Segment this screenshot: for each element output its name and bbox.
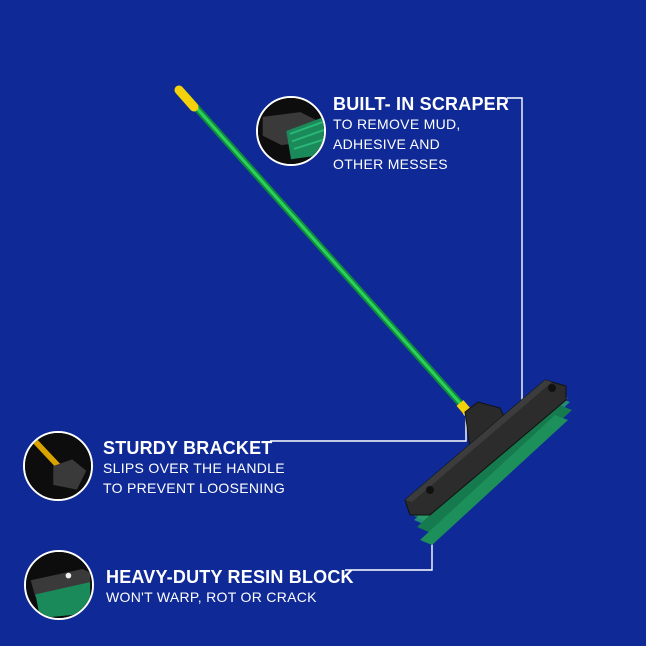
callout-scraper-body: TO REMOVE MUD, ADHESIVE AND OTHER MESSES <box>333 114 509 174</box>
callout-scraper-line: TO REMOVE MUD, <box>333 116 461 132</box>
callout-bracket-line: SLIPS OVER THE HANDLE <box>103 460 285 476</box>
callout-block-title: HEAVY-DUTY RESIN BLOCK <box>106 567 354 587</box>
callout-scraper: BUILT- IN SCRAPER TO REMOVE MUD, ADHESIV… <box>333 94 509 174</box>
bracket-closeup-thumbnail <box>23 431 93 501</box>
callout-block-body: WON'T WARP, ROT OR CRACK <box>106 587 354 607</box>
handle-tip-cap <box>174 85 199 112</box>
callout-bracket-line: TO PREVENT LOOSENING <box>103 480 286 496</box>
callout-bracket: STURDY BRACKET SLIPS OVER THE HANDLE TO … <box>103 438 285 498</box>
callout-bracket-body: SLIPS OVER THE HANDLE TO PREVENT LOOSENI… <box>103 458 285 498</box>
callout-block-line: WON'T WARP, ROT OR CRACK <box>106 589 317 605</box>
broom-head <box>404 379 572 545</box>
callout-block: HEAVY-DUTY RESIN BLOCK WON'T WARP, ROT O… <box>106 567 354 607</box>
callout-bracket-title: STURDY BRACKET <box>103 438 273 458</box>
block-closeup-thumbnail <box>24 550 94 620</box>
leader-line-bracket <box>270 415 467 442</box>
callout-scraper-line: OTHER MESSES <box>333 156 448 172</box>
callout-scraper-title: BUILT- IN SCRAPER <box>333 94 510 114</box>
callout-scraper-line: ADHESIVE AND <box>333 136 441 152</box>
scraper-closeup-thumbnail <box>256 96 326 166</box>
leader-line-scraper <box>507 97 523 425</box>
